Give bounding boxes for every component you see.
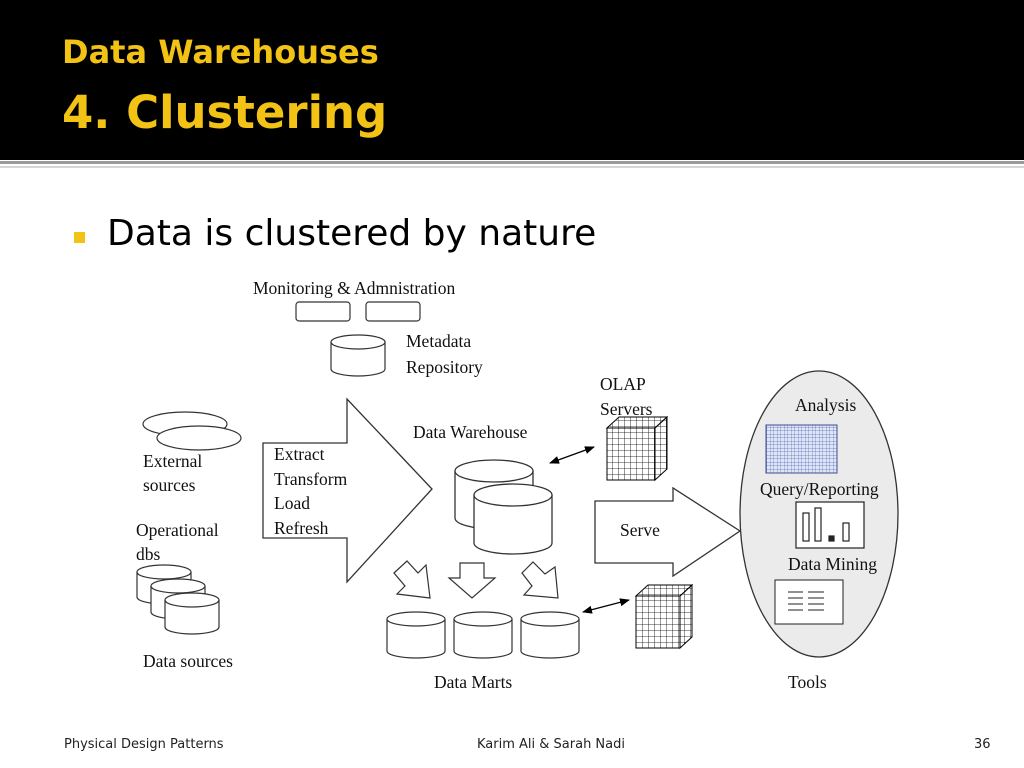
dw-olap-arrow bbox=[549, 446, 595, 464]
serve-arrow bbox=[594, 486, 742, 578]
footer-authors: Karim Ali & Sarah Nadi bbox=[477, 737, 625, 752]
operational-label-2: dbs bbox=[136, 544, 161, 564]
external-sources-icon bbox=[142, 411, 242, 451]
olap-cube-bottom-icon bbox=[634, 583, 694, 650]
bullet-square-icon bbox=[74, 232, 85, 243]
olap-label-1: OLAP bbox=[600, 374, 646, 394]
tools-label: Tools bbox=[788, 672, 827, 692]
operational-label-1: Operational bbox=[136, 520, 219, 540]
external-label-1: External bbox=[143, 451, 202, 471]
operational-dbs-icon bbox=[136, 564, 220, 635]
analysis-grid-icon bbox=[765, 424, 838, 474]
monitoring-box bbox=[295, 301, 351, 322]
down-arrows bbox=[393, 560, 559, 599]
olap-label-2: Servers bbox=[600, 399, 653, 419]
bar-chart-icon bbox=[795, 501, 865, 549]
olap-cube-top-icon bbox=[605, 415, 669, 482]
header-divider bbox=[0, 161, 1024, 164]
metadata-label-2: Repository bbox=[406, 357, 483, 377]
etl-transform-label: Transform bbox=[274, 469, 348, 489]
down-arrow-left bbox=[393, 560, 431, 599]
metadata-label-1: Metadata bbox=[406, 331, 471, 351]
data-warehouse-label: Data Warehouse bbox=[413, 422, 528, 442]
slide-header: Data Warehouses 4. Clustering bbox=[0, 0, 1024, 160]
data-marts-label: Data Marts bbox=[434, 672, 512, 692]
document-icon bbox=[774, 579, 844, 625]
etl-refresh-label: Refresh bbox=[274, 518, 329, 538]
monitoring-label: Monitoring & Admnistration bbox=[253, 278, 455, 298]
serve-label: Serve bbox=[620, 520, 660, 540]
data-sources-label: Data sources bbox=[143, 651, 233, 671]
data-mining-label: Data Mining bbox=[788, 554, 877, 574]
footer-title: Physical Design Patterns bbox=[64, 737, 224, 752]
bullet-text: Data is clustered by nature bbox=[107, 213, 597, 254]
administration-box bbox=[365, 301, 421, 322]
page-number: 36 bbox=[974, 737, 991, 752]
analysis-label: Analysis bbox=[795, 395, 856, 415]
query-reporting-label: Query/Reporting bbox=[760, 479, 879, 499]
data-warehouse-icon bbox=[454, 459, 553, 555]
etl-load-label: Load bbox=[274, 493, 310, 513]
slide-subtitle: 4. Clustering bbox=[62, 86, 388, 139]
etl-arrow bbox=[262, 397, 433, 584]
header-divider-light bbox=[0, 166, 1024, 168]
marts-olap-arrow bbox=[582, 598, 630, 614]
down-arrow-center bbox=[447, 562, 497, 599]
slide-title: Data Warehouses bbox=[62, 33, 379, 71]
down-arrow-right bbox=[521, 561, 559, 599]
data-marts-icon bbox=[386, 611, 580, 659]
external-label-2: sources bbox=[143, 475, 196, 495]
etl-extract-label: Extract bbox=[274, 444, 325, 464]
metadata-repository-icon bbox=[330, 334, 386, 377]
